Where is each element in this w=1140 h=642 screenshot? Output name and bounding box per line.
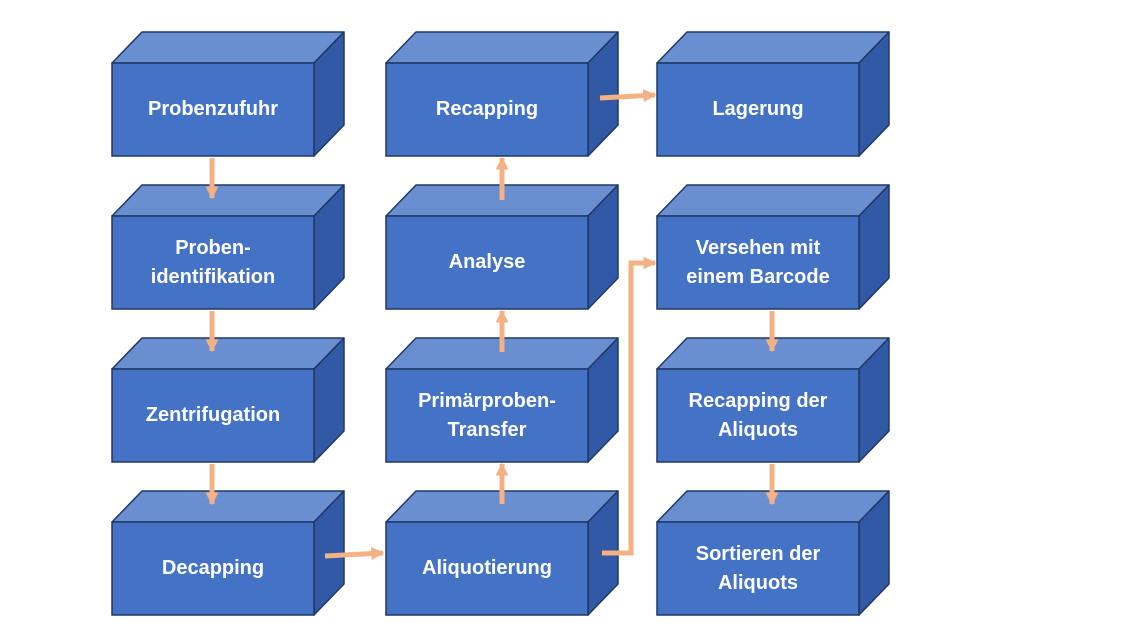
- block-decapping: Decapping: [111, 490, 345, 616]
- block-label: Versehen mit einem Barcode: [686, 236, 830, 288]
- block-label: Proben- identifikation: [150, 236, 276, 288]
- block-sortieren-aliquots: Sortieren der Aliquots: [656, 490, 890, 616]
- block-probenzufuhr: Probenzufuhr: [111, 31, 345, 157]
- block-label: Aliquotierung: [422, 557, 552, 579]
- block-aliquotierung: Aliquotierung: [385, 490, 619, 616]
- block-label: Lagerung: [712, 98, 804, 120]
- cube-shape: [656, 490, 890, 616]
- block-label: Decapping: [161, 557, 265, 579]
- block-primaerproben-transfer: Primärproben- Transfer: [385, 337, 619, 463]
- cube-shape: [656, 184, 890, 310]
- cube-shape: [111, 184, 345, 310]
- block-analyse: Analyse: [385, 184, 619, 310]
- block-recapping: Recapping: [385, 31, 619, 157]
- cube-shape: [385, 184, 619, 310]
- block-recapping-aliquots: Recapping der Aliquots: [656, 337, 890, 463]
- block-probenidentifikation: Proben- identifikation: [111, 184, 345, 310]
- block-label: Zentrifugation: [145, 404, 281, 426]
- arrow-aliquotierung-to-barcode: [602, 256, 657, 556]
- cube-shape: [111, 490, 345, 616]
- block-zentrifugation: Zentrifugation: [111, 337, 345, 463]
- cube-shape: [111, 31, 345, 157]
- cube-shape: [385, 337, 619, 463]
- block-label: Primärproben- Transfer: [418, 389, 556, 441]
- block-barcode: Versehen mit einem Barcode: [656, 184, 890, 310]
- cube-shape: [656, 337, 890, 463]
- cube-shape: [656, 31, 890, 157]
- cube-shape: [385, 31, 619, 157]
- block-label: Probenzufuhr: [148, 98, 278, 120]
- block-label: Recapping: [435, 98, 539, 120]
- block-label: Recapping der Aliquots: [688, 389, 828, 441]
- arrow-recapping-to-lagerung: [599, 89, 657, 103]
- arrow-decapping-to-aliquotierung: [324, 547, 385, 561]
- block-label: Analyse: [448, 251, 526, 273]
- block-lagerung: Lagerung: [656, 31, 890, 157]
- cube-shape: [111, 337, 345, 463]
- block-label: Sortieren der Aliquots: [695, 542, 821, 594]
- cube-shape: [385, 490, 619, 616]
